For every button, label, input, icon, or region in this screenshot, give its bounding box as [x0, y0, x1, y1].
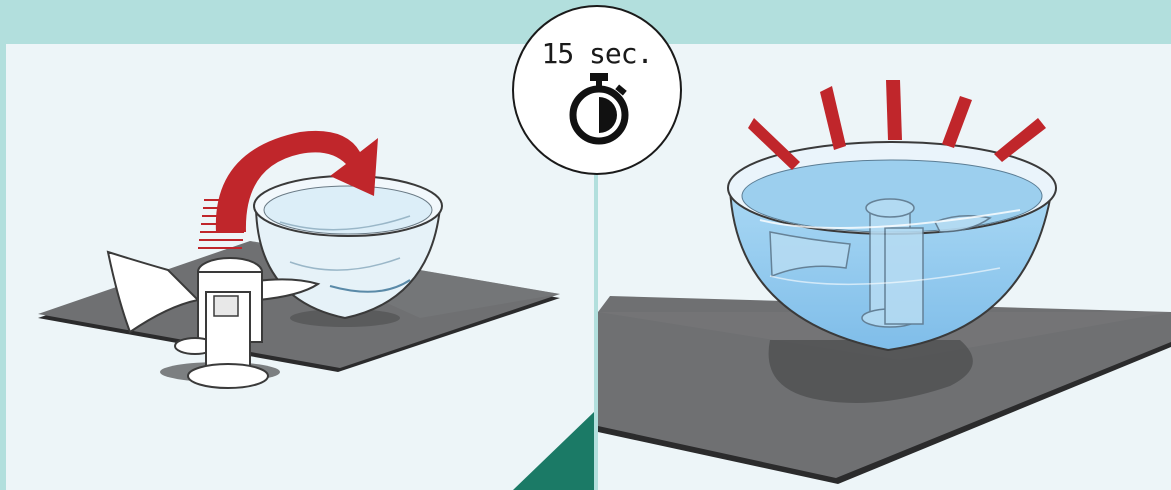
timer-label: 15 sec. [514, 37, 680, 70]
timer-badge: 15 sec. [512, 5, 682, 175]
stopwatch-icon [566, 73, 632, 147]
